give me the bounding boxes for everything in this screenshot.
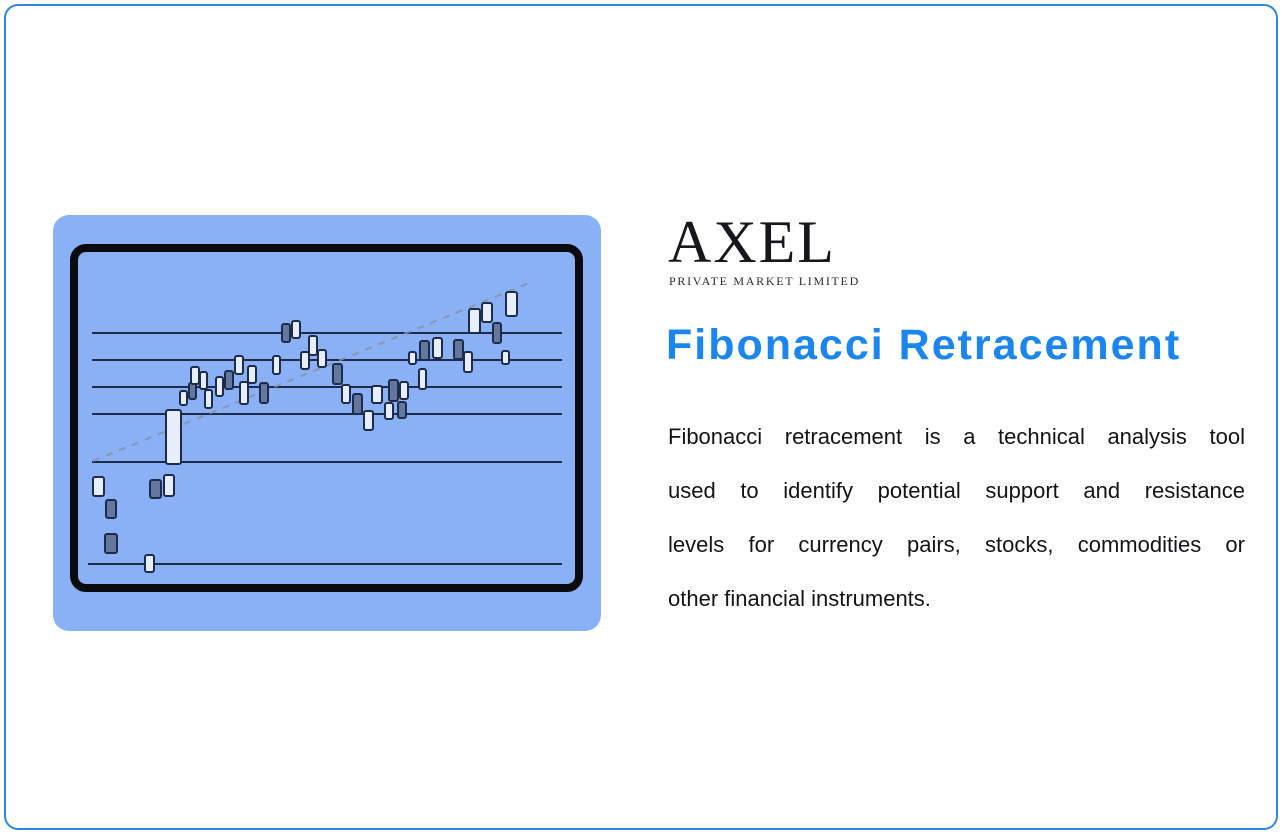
candle-light (215, 376, 224, 397)
candle-light (165, 409, 182, 465)
candle-light (247, 365, 257, 384)
candle-dark (492, 322, 502, 344)
brand-logo-tagline: PRIVATE MARKET LIMITED (669, 274, 860, 288)
candle-dark (397, 401, 407, 419)
candle-light (371, 385, 383, 404)
candle-light (317, 349, 327, 368)
content-column: AXEL PRIVATE MARKET LIMITED Fibonacci Re… (6, 6, 1276, 828)
candle-light (92, 476, 105, 497)
candle-light (468, 308, 481, 334)
candle-light (234, 355, 244, 375)
candle-light (272, 355, 281, 375)
brand-logo-name: AXEL (668, 209, 836, 275)
candle-light (204, 389, 213, 409)
candle-dark (453, 339, 464, 360)
candle-light (363, 410, 374, 431)
candle-light (408, 351, 417, 365)
candle-light (199, 371, 208, 390)
candle-dark (259, 382, 269, 404)
candle-dark (104, 533, 118, 554)
candle-light (163, 474, 175, 497)
candle-dark (388, 379, 399, 402)
candle-light (463, 351, 473, 373)
candlestick-chart-illustration (70, 244, 583, 592)
candle-light (432, 337, 443, 359)
candle-light (505, 291, 518, 317)
description-paragraph: Fibonacci retracement is a technical ana… (668, 410, 1245, 626)
page-title: Fibonacci Retracement (666, 321, 1182, 369)
candle-dark (332, 363, 343, 385)
candle-light (308, 335, 318, 356)
chart-panel (53, 215, 601, 631)
candle-light (291, 320, 301, 339)
candle-light (501, 350, 510, 365)
candle-light (341, 384, 351, 404)
info-card: AXEL PRIVATE MARKET LIMITED Fibonacci Re… (4, 4, 1278, 830)
candle-light (399, 381, 409, 400)
candle-dark (352, 393, 363, 415)
candle-light (239, 381, 249, 405)
chart-frame (70, 244, 583, 592)
candle-light (179, 390, 188, 406)
paragraph-line: Fibonacci retracement is a technical ana… (668, 424, 1245, 449)
candle-light (300, 351, 310, 370)
paragraph-line: other financial instruments. (668, 586, 931, 611)
candle-dark (419, 340, 430, 361)
candle-light (481, 302, 493, 323)
candle-dark (224, 370, 234, 390)
candle-dark (105, 499, 117, 519)
candle-light (144, 554, 155, 573)
candle-light (384, 402, 394, 420)
candle-light (418, 368, 427, 390)
candle-dark (149, 479, 162, 499)
paragraph-line: used to identify potential support and r… (668, 478, 1245, 503)
paragraph-line: levels for currency pairs, stocks, commo… (668, 532, 1245, 557)
candle-dark (281, 323, 291, 343)
